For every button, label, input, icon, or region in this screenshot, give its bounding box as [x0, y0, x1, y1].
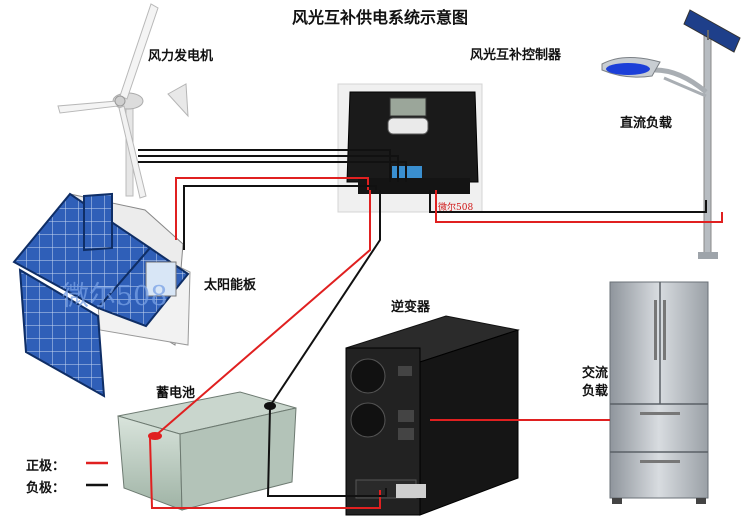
battery-negative-wire — [269, 190, 381, 407]
inverter-label: 逆变器 — [391, 300, 431, 315]
wiring — [86, 149, 723, 509]
controller-label: 风光互补控制器 — [470, 48, 562, 63]
inverter — [345, 315, 520, 516]
diagram-title: 风光互补供电系统示意图 — [292, 8, 469, 27]
battery-positive-wire — [154, 190, 371, 437]
solar-house — [12, 192, 191, 398]
controller — [337, 83, 483, 213]
solar-panel-label: 太阳能板 — [204, 278, 257, 293]
battery-label: 蓄电池 — [156, 386, 196, 401]
dc-load-positive-wire — [435, 190, 723, 223]
ac-load-label-line2: 负载 — [582, 384, 609, 399]
refrigerator — [609, 281, 709, 504]
inverter-positive-wire — [149, 437, 381, 509]
wind-turbine-label: 风力发电机 — [148, 49, 214, 64]
inverter-negative-wire — [266, 407, 387, 497]
wind-to-controller-b — [348, 155, 399, 182]
wind-to-controller-c — [348, 161, 407, 182]
wind-turbine — [57, 3, 189, 199]
dc-load-negative-wire — [429, 190, 707, 213]
solar-positive-wire — [175, 177, 369, 240]
watermark-small: 微尔508 — [438, 203, 474, 213]
street-lamp — [601, 9, 741, 259]
watermark-large: 微尔508 — [62, 281, 168, 312]
wind-to-controller-a — [348, 149, 391, 182]
legend-positive-label: 正极： — [26, 459, 66, 474]
legend-negative-label: 负极： — [26, 481, 66, 496]
dc-load-label: 直流负载 — [620, 116, 673, 131]
ac-load-label-line1: 交流 — [582, 366, 609, 381]
solar-negative-wire — [183, 185, 377, 250]
